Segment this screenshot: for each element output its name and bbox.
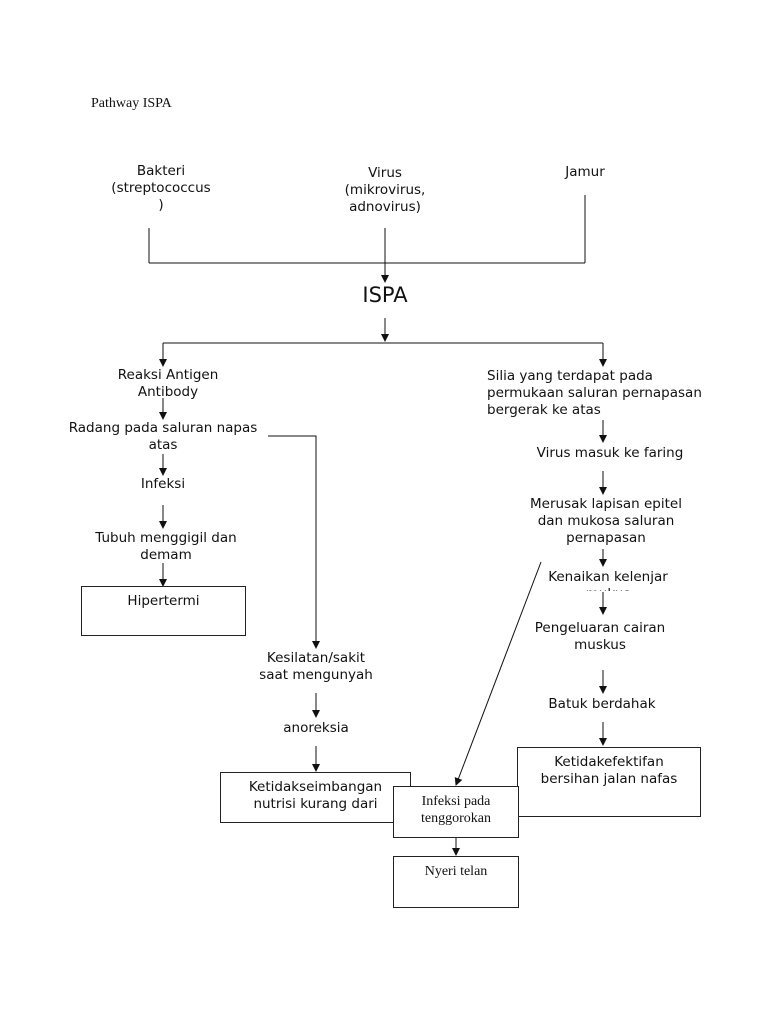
node-tubuh-menggigil: Tubuh menggigil dan demam	[95, 530, 237, 563]
label-infeksi-tenggorokan: Infeksi pada tenggorokan	[421, 794, 491, 826]
label-nyeri-telan: Nyeri telan	[424, 864, 488, 879]
node-radang: Radang pada saluran napas atas	[68, 420, 258, 453]
merusak-to-infeksi-tenggorokan-arrow	[454, 561, 542, 786]
node-anoreksia: anoreksia	[283, 720, 349, 736]
label-hipertermi: Hipertermi	[127, 593, 200, 609]
node-reaksi-antigen: Reaksi Antigen Antibody	[117, 367, 219, 400]
node-batuk: Batuk berdahak	[548, 696, 656, 712]
node-kesilatan: Kesilatan/sakit saat mengunyah	[259, 650, 373, 683]
box-ketidakefektifan: Ketidakefektifan bersihan jalan nafas	[517, 747, 701, 817]
box-ketidakseimbangan: Ketidakseimbangan nutrisi kurang dari	[220, 772, 411, 823]
box-nyeri-telan: Nyeri telan	[393, 856, 519, 908]
node-virus-masuk: Virus masuk ke faring	[536, 445, 684, 461]
radang-to-kesilatan-arrow	[268, 435, 320, 649]
node-silia: Silia yang terdapat pada permukaan salur…	[487, 368, 702, 418]
box-infeksi-tenggorokan: Infeksi pada tenggorokan	[393, 786, 519, 838]
node-jamur: Jamur	[565, 164, 605, 180]
label-ketidakseimbangan: Ketidakseimbangan nutrisi kurang dari	[248, 779, 383, 812]
node-merusak: Merusak lapisan epitel dan mukosa salura…	[530, 496, 682, 546]
box-hipertermi: Hipertermi	[81, 586, 246, 636]
node-pengeluaran: Pengeluaran cairan muskus	[534, 620, 666, 653]
node-kenaikan: Kenaikan kelenjar mukus	[548, 569, 668, 591]
node-bakteri: Bakteri (streptococcus )	[111, 163, 211, 213]
node-virus: Virus (mikrovirus, adnovirus)	[344, 165, 426, 215]
node-infeksi: Infeksi	[140, 476, 186, 492]
node-ispa: ISPA	[362, 283, 408, 307]
diagram-title: Pathway ISPA	[91, 96, 172, 111]
label-ketidakefektifan: Ketidakefektifan bersihan jalan nafas	[540, 754, 678, 787]
